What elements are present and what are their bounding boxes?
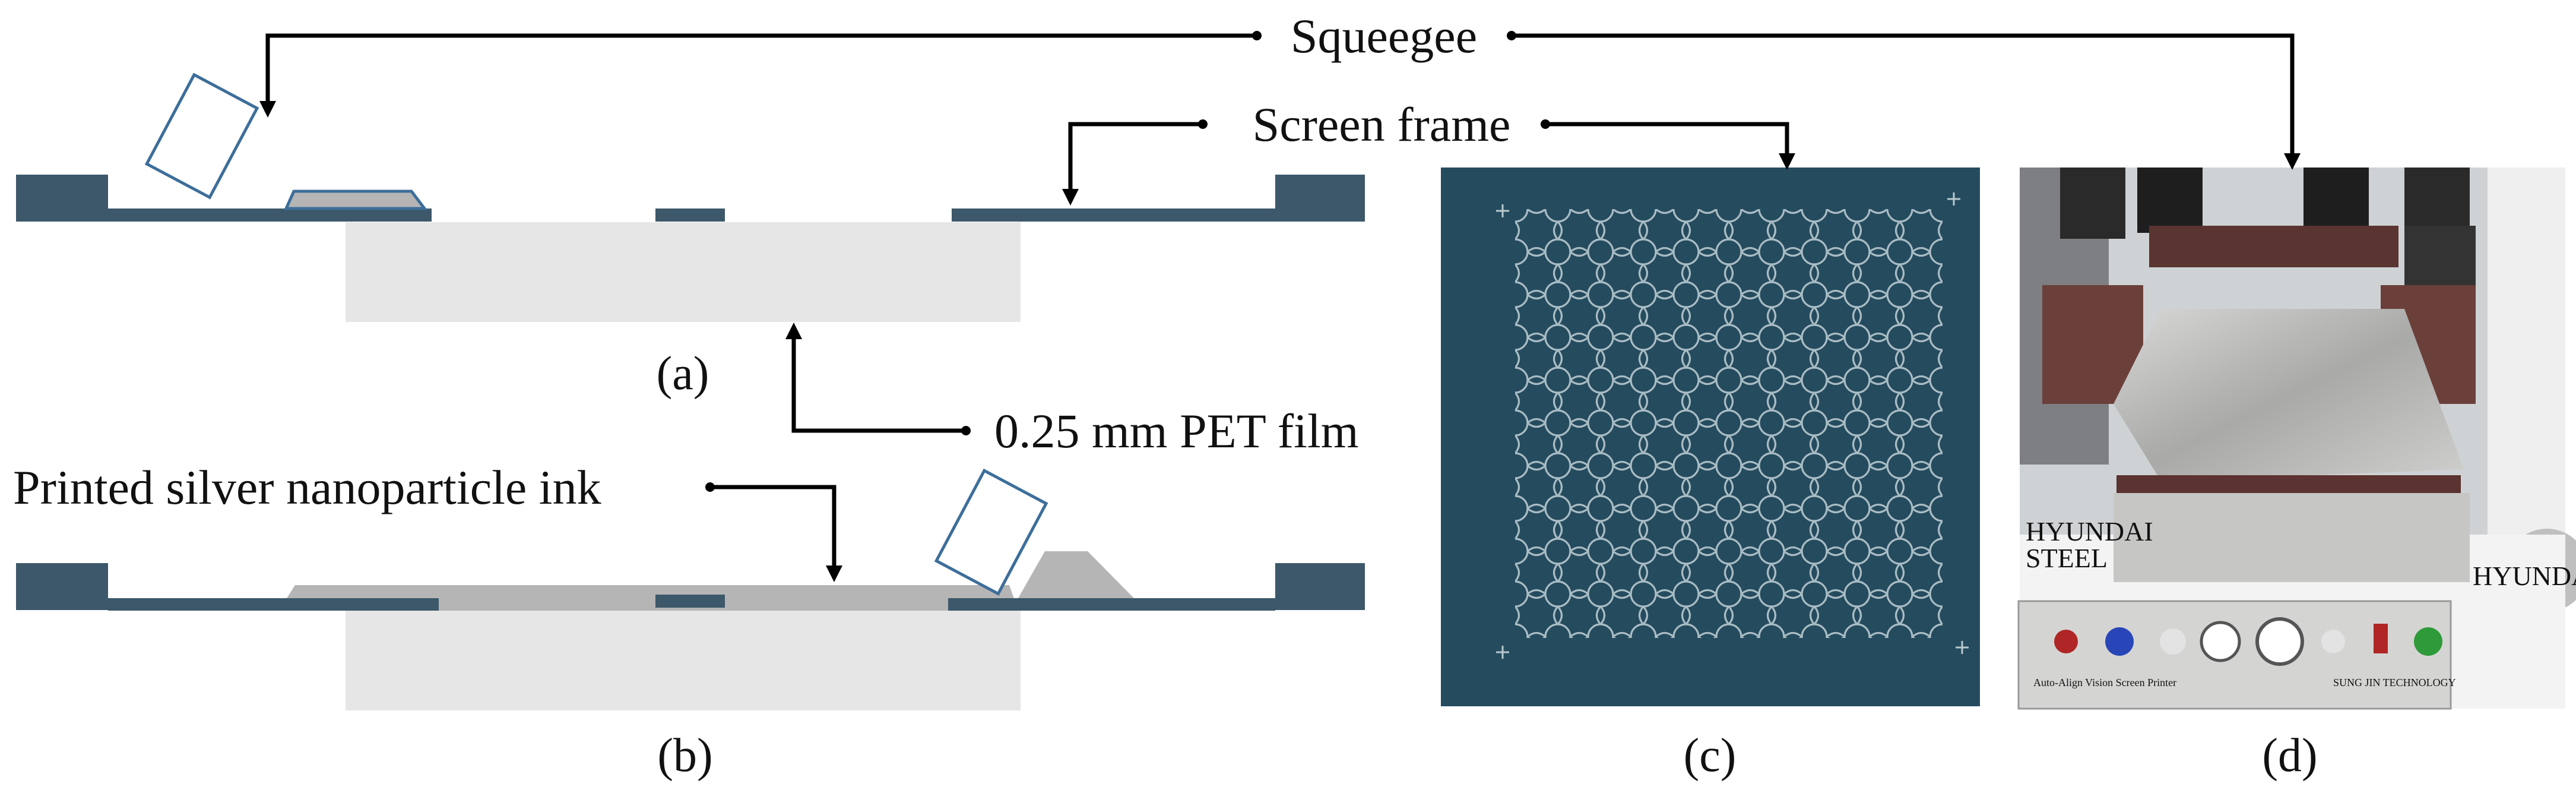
screen-mesh-right-a [952, 208, 1275, 222]
screen-mesh-left-a [108, 208, 432, 222]
printed-ink-layer [287, 585, 1018, 611]
squeegee-a [144, 72, 259, 200]
panel-d-printer-photo: HYUNDAI STEEL HYUNDAI Auto-Align Vision … [2017, 168, 2576, 710]
pet-film-b [346, 611, 1021, 710]
caption-b: (b) [657, 729, 712, 782]
ink-label: Printed silver nanoparticle ink [13, 460, 601, 514]
squeegee-leader-right [1512, 33, 2295, 157]
control-panel-text: Auto-Align Vision Screen Printer [2033, 677, 2176, 688]
caption-a: (a) [657, 347, 709, 400]
screen-frame-leader-right [1545, 122, 1789, 157]
squeegee-leader-left [265, 33, 1257, 104]
screen-frame-label: Screen frame [1253, 97, 1511, 151]
screen-mesh-mid-a [655, 208, 725, 222]
ink-reservoir-b [1018, 551, 1134, 598]
leader-dots [705, 31, 1550, 492]
screen-mesh-left-b [108, 598, 439, 611]
pet-film-label: 0.25 mm PET film [994, 404, 1359, 458]
control-panel-maker-text: SUNG JIN TECHNOLOGY [2333, 677, 2456, 688]
brand-logo-left-2: STEEL [2026, 543, 2108, 573]
panel-c-screen-photo [1441, 168, 1980, 706]
panel-a [16, 72, 1365, 322]
mesh-pattern [1515, 209, 1943, 638]
frame-right-b [1275, 563, 1365, 610]
ink-leader [710, 485, 837, 567]
pet-film-leader [791, 337, 966, 433]
frame-left-b [16, 563, 108, 610]
ink-reservoir-a [284, 189, 428, 210]
print-table [2114, 309, 2464, 481]
panel-b [16, 468, 1365, 710]
frame-left-a [16, 175, 108, 222]
squeegee-label: Squeegee [1291, 9, 1477, 63]
caption-d: (d) [2262, 729, 2317, 782]
pet-film-a [346, 222, 1021, 322]
screen-mesh-right-b [948, 598, 1275, 611]
brand-logo-right: HYUNDAI [2473, 561, 2576, 591]
brand-logo-left: HYUNDAI [2026, 516, 2153, 546]
squeegee-b [934, 468, 1048, 596]
callout-arrows [265, 33, 2295, 567]
registration-marks [1496, 192, 1969, 659]
screen-mesh-mid-b [655, 595, 725, 608]
screen-frame-leader-left [1068, 122, 1203, 191]
caption-c: (c) [1684, 729, 1737, 782]
arrow-heads [259, 101, 2301, 582]
frame-right-a [1275, 175, 1365, 222]
